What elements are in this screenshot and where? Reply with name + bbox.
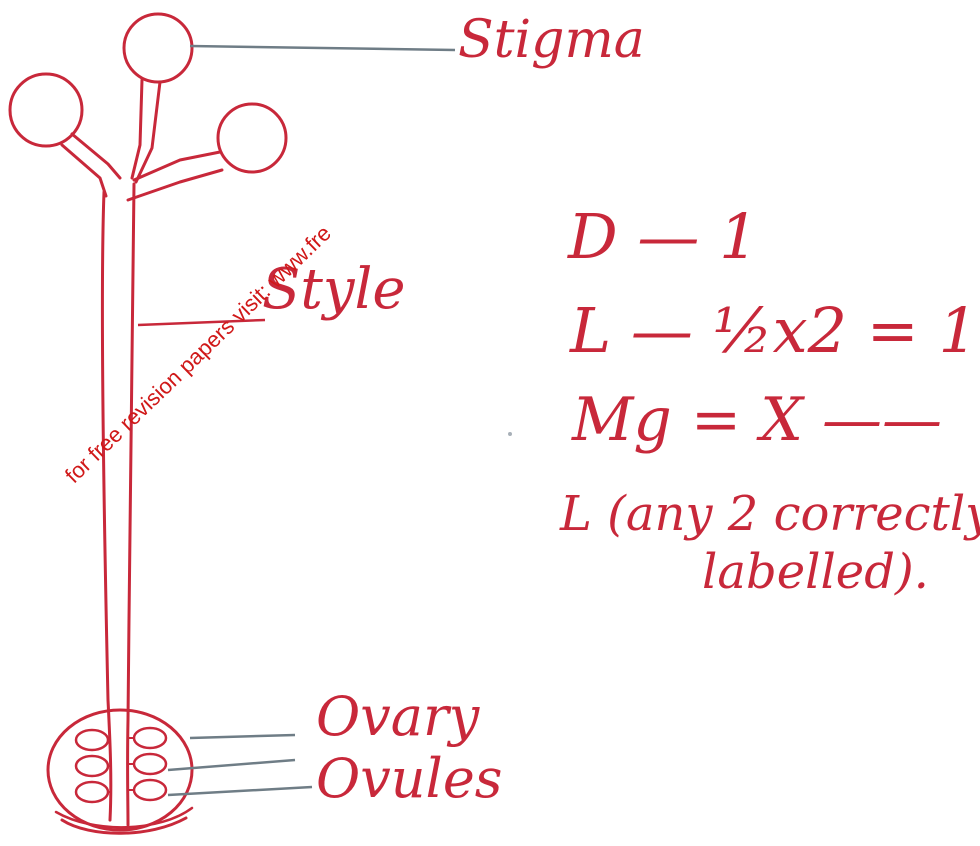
stigma-branches bbox=[60, 78, 224, 202]
labelling-mark: L — ½x2 = 1 bbox=[570, 294, 978, 367]
stigma-label: Stigma bbox=[458, 10, 645, 70]
ovary-leader-line bbox=[189, 733, 296, 740]
ovules-leader-line-1 bbox=[167, 758, 296, 772]
labelling-note-line1: L (any 2 correctly bbox=[560, 486, 980, 542]
style-label: Style bbox=[262, 257, 406, 322]
ovules-leader-line-2 bbox=[167, 785, 313, 797]
stigma-lobe-right bbox=[216, 102, 288, 174]
stray-dot bbox=[508, 432, 512, 436]
drawing-mark: D — 1 bbox=[568, 200, 759, 273]
stigma-lobe-left bbox=[8, 72, 84, 148]
style-tube bbox=[100, 182, 136, 827]
labelling-note-line2: labelled). bbox=[702, 544, 929, 600]
stigma-lobe-top bbox=[122, 12, 194, 84]
ovules-label: Ovules bbox=[316, 747, 503, 810]
ovary-label: Ovary bbox=[316, 685, 480, 748]
stigma-leader-line bbox=[189, 44, 456, 52]
ovary bbox=[46, 708, 194, 835]
ovules bbox=[74, 726, 168, 804]
style-leader-line bbox=[137, 318, 266, 327]
leader-lines bbox=[137, 44, 456, 797]
magnification-mark: Mg = X —— bbox=[572, 385, 943, 455]
